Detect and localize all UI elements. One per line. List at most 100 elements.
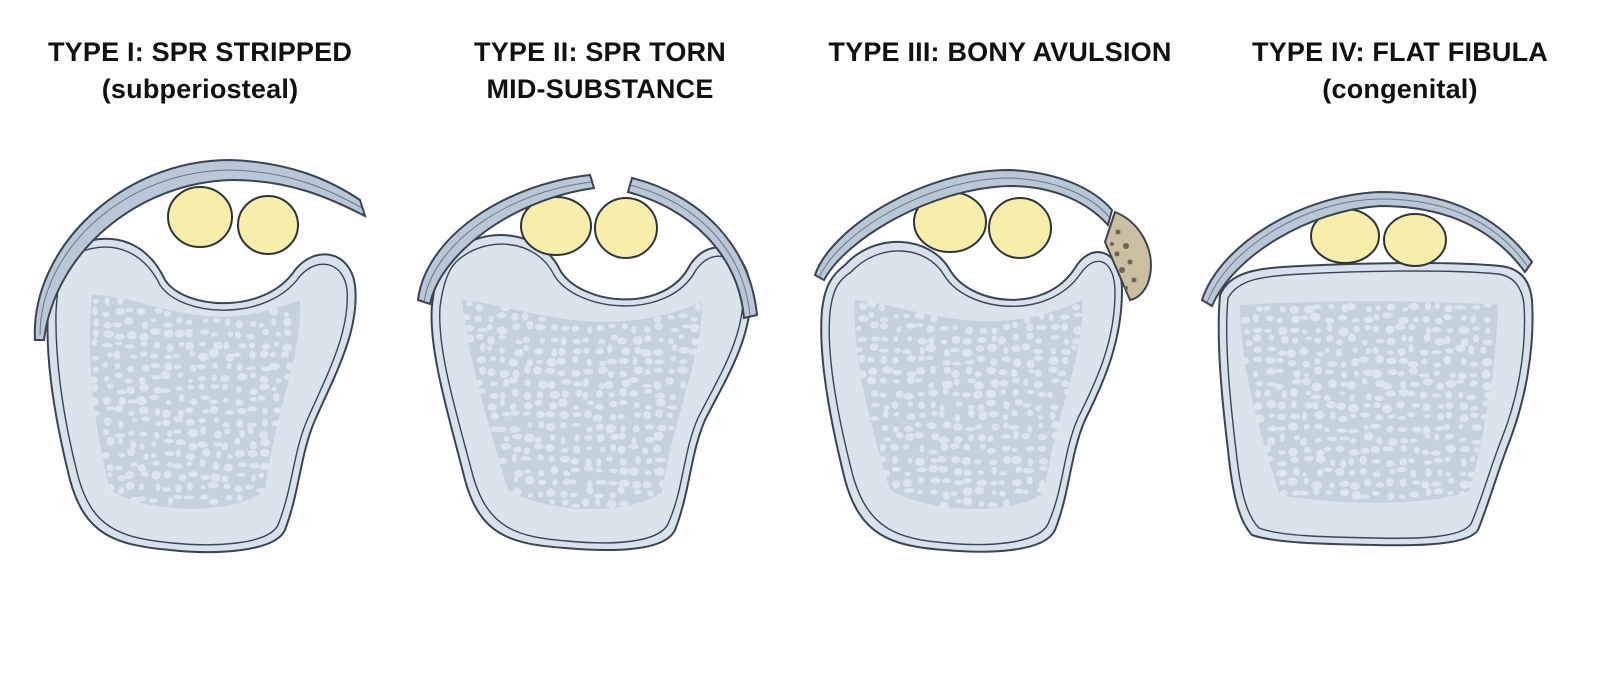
cancellous-pore [677,313,689,319]
cancellous-pore [955,499,963,504]
cancellous-pore [1267,436,1276,446]
cancellous-pore [1002,414,1009,421]
cancellous-pore [1485,327,1491,335]
cancellous-pore [1359,455,1368,465]
cancellous-pore [198,417,206,424]
cancellous-pore [584,435,593,441]
cancellous-pore [893,314,900,319]
cancellous-pore [1480,413,1488,420]
cancellous-pore [1293,467,1300,476]
cancellous-pore [273,341,280,347]
cancellous-pore [1003,346,1009,355]
cancellous-pore [151,318,157,323]
cancellous-pore [178,393,185,402]
cancellous-pore [247,406,258,412]
cancellous-pore [1265,315,1275,322]
cancellous-pore [486,345,493,351]
cancellous-pore [907,401,913,407]
cancellous-pores [1240,301,1494,501]
cancellous-pore [606,358,618,365]
cancellous-pore [1408,324,1416,331]
cancellous-pore [991,423,1000,431]
cancellous-pore [236,473,246,477]
cancellous-pore [644,357,653,365]
cancellous-pore [891,356,899,364]
cancellous-pore [1267,425,1278,432]
cancellous-pore [653,381,662,390]
cancellous-pore [189,398,198,406]
cancellous-pore [154,307,163,315]
cancellous-pore [1038,311,1045,321]
cancellous-pore [236,418,243,428]
cancellous-pore [1445,471,1451,477]
cancellous-pore [953,378,960,386]
cancellous-pore [961,392,971,398]
cancellous-pore [974,486,985,495]
cancellous-pore [1481,369,1491,379]
cancellous-pore [1372,471,1381,478]
panel-title: TYPE II: SPR TORN MID-SUBSTANCE [400,34,800,108]
cancellous-pore [618,467,630,476]
cancellous-pore [186,461,193,467]
cancellous-pore [539,337,546,344]
cancellous-pore [249,320,257,327]
cancellous-pore [991,466,997,475]
cancellous-pore [148,498,158,503]
cancellous-pore [617,486,625,494]
cancellous-pore [632,424,640,433]
cancellous-pore [1407,361,1418,368]
cancellous-pore [1276,469,1288,477]
cancellous-pore [93,318,99,328]
cancellous-pore [1039,479,1046,489]
panel-title: TYPE I: SPR STRIPPED (subperiosteal) [0,34,400,108]
cancellous-pore [1470,315,1477,324]
cancellous-pore [213,417,219,423]
cancellous-pore [546,357,557,367]
retinaculum-intact [1200,190,1534,308]
cancellous-pore [1023,315,1031,324]
cancellous-pore [115,307,126,315]
cancellous-pore [1014,399,1024,406]
cancellous-pore [1303,455,1314,462]
cancellous-pore [1303,373,1310,378]
cancellous-pore [1310,395,1322,400]
type-2-illustration [416,173,759,551]
cancellous-pore [569,492,578,498]
cancellous-pore [633,402,640,409]
cancellous-pore [526,320,534,330]
cancellous-pore [942,491,950,501]
cancellous-pore [1026,409,1034,417]
cancellous-pore [670,355,677,362]
cancellous-pore [950,491,958,497]
cancellous-pore [1279,480,1287,485]
cancellous-pore [1346,381,1356,390]
cancellous-pore [609,468,618,474]
cancellous-pore [1434,426,1446,431]
cancellous-pore [930,401,936,409]
cancellous-pore [262,407,268,416]
cancellous-pore [1000,389,1007,395]
cancellous-pore [645,404,652,410]
cancellous-pore [1311,481,1323,490]
cancellous-pore [103,330,114,338]
cancellous-pore [963,469,972,476]
cancellous-pore [174,329,185,338]
cancellous-pore [175,439,187,446]
cancellous-pore [561,499,569,506]
cancellous-pore [1050,404,1059,411]
cancellous-pore [1352,347,1358,354]
cancellous-pore [1409,491,1419,498]
cancellous-pore [172,429,183,434]
cancellous-pore [962,497,973,506]
cancellous-pore [998,480,1005,486]
cancellous-pore [1278,450,1286,456]
cancellous-pore [101,452,110,459]
cancellous-pore [644,369,651,376]
cancellous-pore [1361,339,1368,346]
cancellous-pore [124,344,135,349]
cancellous-pore [1398,316,1409,325]
cancellous-pore [891,466,902,472]
cancellous-pore [878,348,890,353]
cancellous-pore [239,342,246,349]
cancellous-pore [150,453,157,458]
